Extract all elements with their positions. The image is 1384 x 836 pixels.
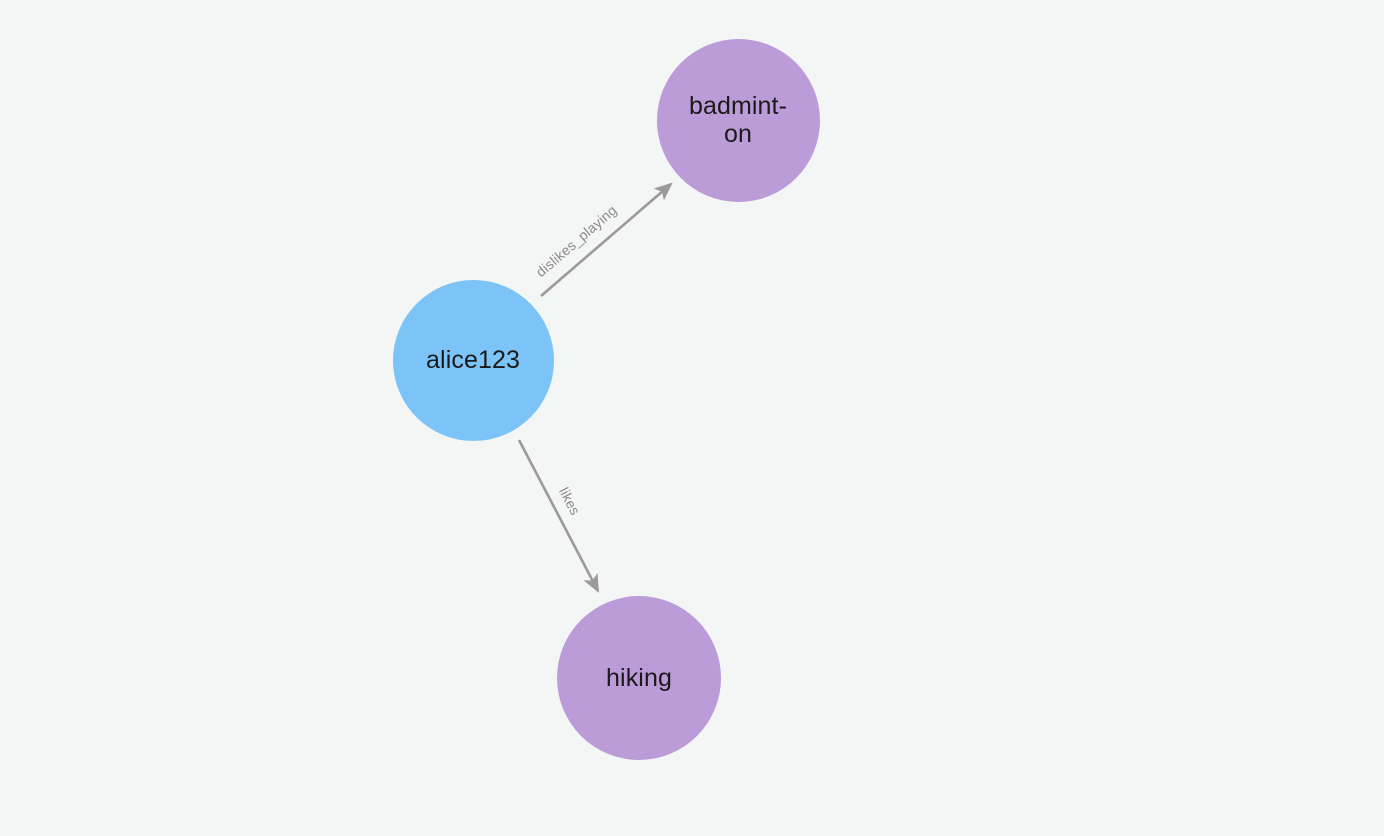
graph-node-label-badminton: badmint- on xyxy=(688,92,788,148)
graph-node-label-alice123: alice123 xyxy=(426,346,520,374)
graph-node-badminton[interactable]: badmint- on xyxy=(656,38,820,202)
graph-edge-likes[interactable] xyxy=(517,439,600,593)
graph-edge-dislikes-playing[interactable] xyxy=(540,182,673,297)
graph-node-alice123[interactable]: alice123 xyxy=(392,279,554,441)
graph-node-hiking[interactable]: hiking xyxy=(557,596,721,760)
graph-node-label-hiking: hiking xyxy=(606,664,672,692)
